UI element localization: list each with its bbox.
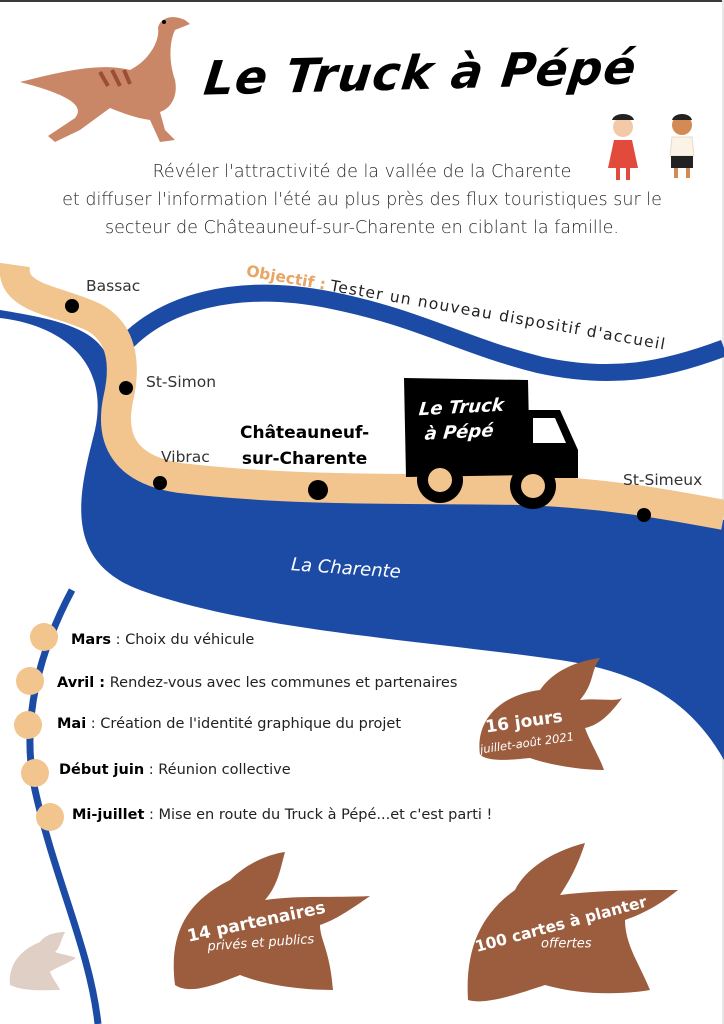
intro-line-3: secteur de Châteauneuf-sur-Charente en c… bbox=[105, 218, 619, 238]
dot-st-simon bbox=[119, 381, 133, 395]
timeline-what: Choix du véhicule bbox=[125, 632, 255, 648]
road bbox=[0, 262, 724, 530]
dot-vibrac bbox=[153, 476, 167, 490]
town-st-simeux: St-Simeux bbox=[623, 471, 703, 489]
town-vibrac: Vibrac bbox=[161, 448, 210, 466]
timeline-sep: : bbox=[144, 762, 159, 778]
dot-chateauneuf bbox=[308, 480, 328, 500]
town-chateauneuf-line1: Châteauneuf- bbox=[240, 423, 370, 443]
stat-sub: offertes bbox=[541, 936, 592, 952]
timeline-sep: : bbox=[144, 807, 159, 823]
timeline-when: Début juin bbox=[59, 762, 145, 778]
kids-illustration bbox=[608, 114, 695, 180]
footprint-100-cartes bbox=[467, 843, 678, 1002]
timeline-dot-2 bbox=[16, 667, 44, 695]
timeline-item-3: Mai : Création de l'identité graphique d… bbox=[57, 716, 401, 732]
truck-label-line2: à Pépé bbox=[423, 420, 495, 445]
timeline-item-2: Avril : Rendez-vous avec les communes et… bbox=[57, 675, 457, 691]
timeline-sep: : bbox=[111, 632, 126, 648]
truck-label: Le Truck à Pépé bbox=[416, 393, 505, 447]
intro-line-1: Révéler l'attractivité de la vallée de l… bbox=[152, 162, 572, 182]
timeline-what: Mise en route du Truck à Pépé...et c'est… bbox=[158, 807, 493, 823]
town-bassac: Bassac bbox=[86, 277, 141, 295]
page-title: Le Truck à Pépé bbox=[201, 40, 640, 107]
footprint-16-jours bbox=[479, 658, 622, 770]
timeline-what: Rendez-vous avec les communes et partena… bbox=[109, 675, 458, 691]
footprint-decorative bbox=[9, 932, 76, 991]
town-chateauneuf: Châteauneuf- sur-Charente bbox=[240, 420, 369, 472]
river-branch-upper bbox=[111, 284, 724, 382]
timeline-what: Création de l'identité graphique du proj… bbox=[100, 716, 402, 732]
timeline-dot-4 bbox=[21, 759, 49, 787]
footprint-14-partenaires bbox=[173, 852, 370, 990]
town-chateauneuf-line2: sur-Charente bbox=[241, 449, 368, 469]
timeline-when: Mi-juillet bbox=[72, 807, 145, 823]
dinosaur-illustration bbox=[20, 17, 190, 142]
timeline-dot-1 bbox=[30, 623, 58, 651]
timeline-item-5: Mi-juillet : Mise en route du Truck à Pé… bbox=[72, 807, 492, 823]
timeline-dot-5 bbox=[36, 803, 64, 831]
timeline-dot-3 bbox=[14, 711, 42, 739]
timeline-what: Réunion collective bbox=[158, 762, 291, 778]
dot-bassac bbox=[65, 299, 79, 313]
timeline-when: Mars bbox=[71, 632, 111, 648]
timeline-item-1: Mars : Choix du véhicule bbox=[71, 632, 254, 648]
intro-text: Révéler l'attractivité de la vallée de l… bbox=[20, 158, 704, 242]
timeline-when: Avril : bbox=[57, 675, 106, 691]
town-st-simon: St-Simon bbox=[146, 373, 217, 391]
river-main bbox=[0, 310, 724, 760]
timeline-sep: : bbox=[86, 716, 101, 732]
intro-line-2: et diffuser l'information l'été au plus … bbox=[62, 190, 662, 210]
timeline-when: Mai bbox=[57, 716, 87, 732]
truck-icon bbox=[404, 378, 578, 509]
top-border bbox=[0, 0, 724, 2]
timeline-item-4: Début juin : Réunion collective bbox=[59, 762, 291, 778]
dot-st-simeux bbox=[637, 508, 651, 522]
